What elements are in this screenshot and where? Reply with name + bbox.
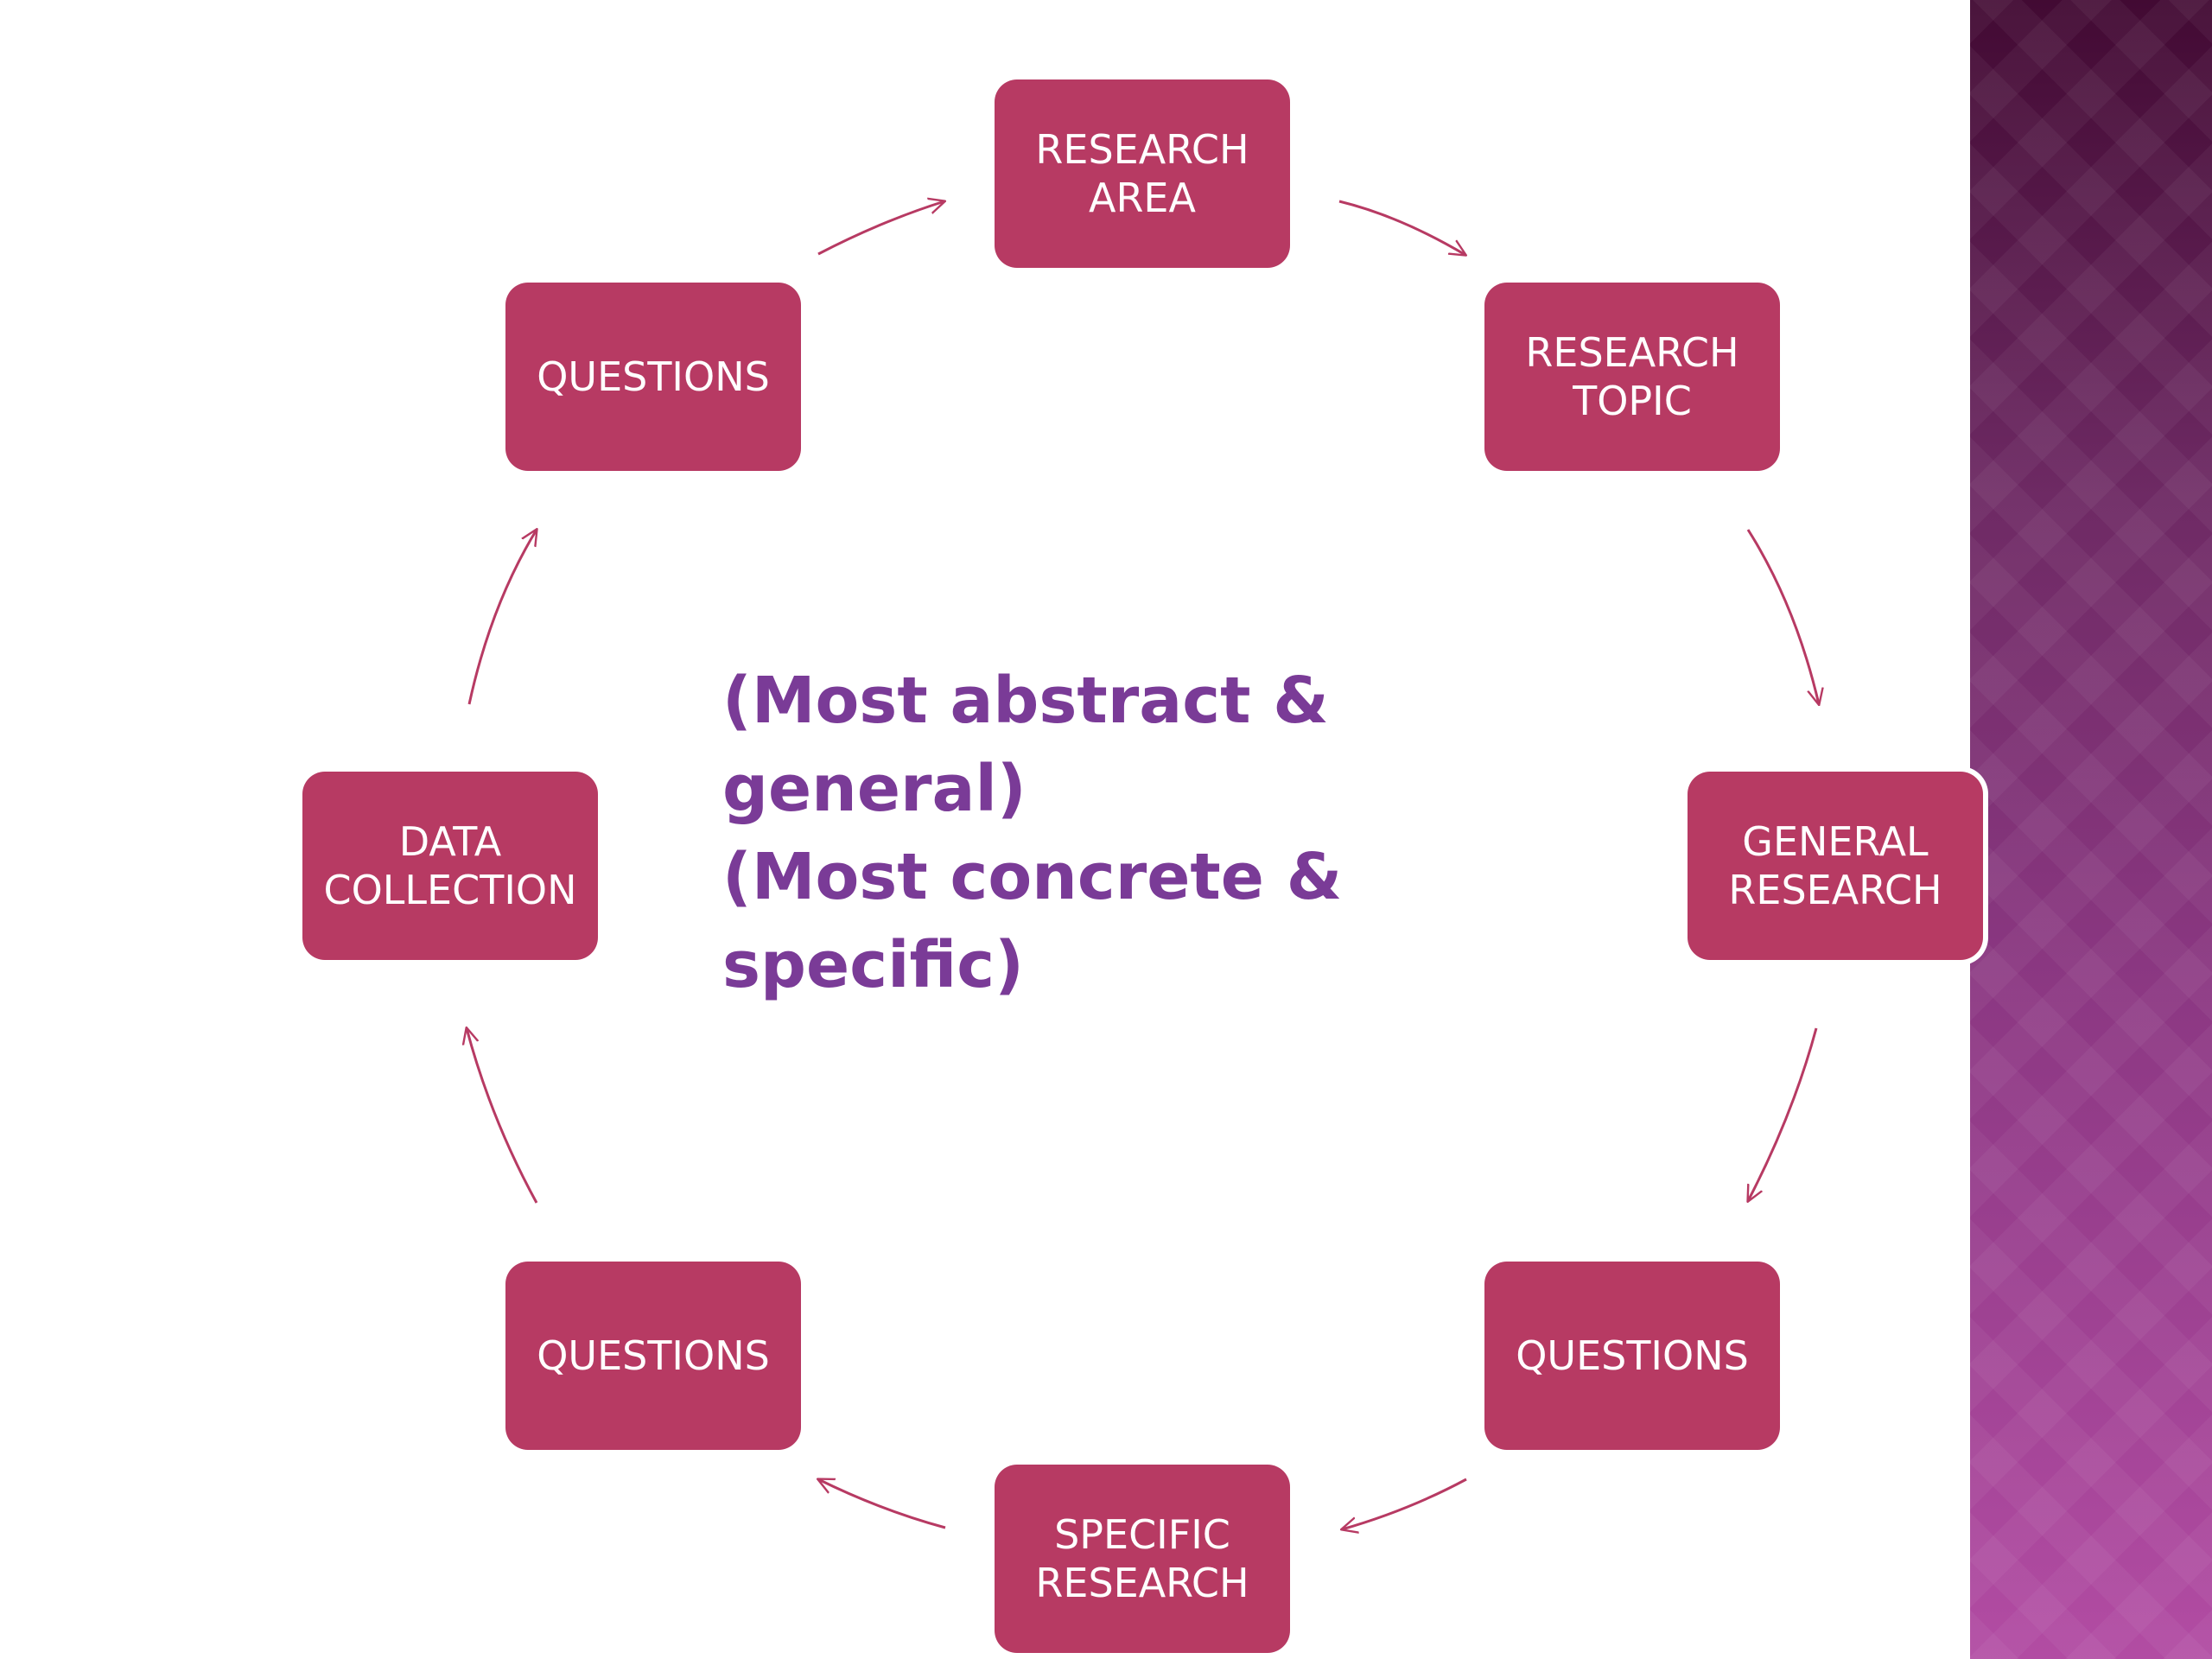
node-questions-top-left-label: QUESTIONS xyxy=(537,353,770,400)
decorative-side-band xyxy=(1970,0,2212,1659)
node-general-research-label: GENERAL RESEARCH xyxy=(1728,818,1942,913)
node-specific-research: SPECIFIC RESEARCH xyxy=(995,1465,1290,1653)
arrow-specific-research-to-questions xyxy=(818,1479,946,1529)
center-text: (Most abstract & general) (Most concrete… xyxy=(722,657,1379,1009)
center-text-line: (Most abstract & xyxy=(722,664,1329,738)
node-questions-right-label: QUESTIONS xyxy=(1516,1332,1749,1379)
arrow-data-collection-to-questions xyxy=(467,530,537,705)
arrow-questions-to-data-collection xyxy=(467,1028,538,1204)
arrow-questions-to-specific-research xyxy=(1342,1478,1467,1529)
center-text-line: general) xyxy=(722,752,1027,826)
node-specific-research-label: SPECIFIC RESEARCH xyxy=(1035,1511,1249,1606)
node-research-area: RESEARCH AREA xyxy=(995,79,1290,268)
node-questions-top-left: QUESTIONS xyxy=(505,283,801,471)
node-data-collection-label: DATA COLLECTION xyxy=(323,818,577,913)
node-research-topic-label: RESEARCH TOPIC xyxy=(1525,329,1739,424)
arrow-general-research-to-questions xyxy=(1748,1027,1818,1201)
arrow-research-topic-to-general-research xyxy=(1746,529,1819,704)
node-research-area-label: RESEARCH AREA xyxy=(1035,126,1249,221)
node-research-topic: RESEARCH TOPIC xyxy=(1484,283,1780,471)
node-questions-bottom-left-label: QUESTIONS xyxy=(537,1332,770,1379)
arrow-questions-to-research-area xyxy=(817,201,944,256)
node-questions-bottom-left: QUESTIONS xyxy=(505,1262,801,1450)
node-questions-right: QUESTIONS xyxy=(1484,1262,1780,1450)
arrow-research-area-to-research-topic xyxy=(1338,200,1465,255)
center-text-line: (Most concrete & xyxy=(722,840,1343,914)
node-data-collection: DATA COLLECTION xyxy=(302,772,598,960)
node-general-research: GENERAL RESEARCH xyxy=(1688,772,1983,960)
center-text-line: specific) xyxy=(722,928,1024,1002)
